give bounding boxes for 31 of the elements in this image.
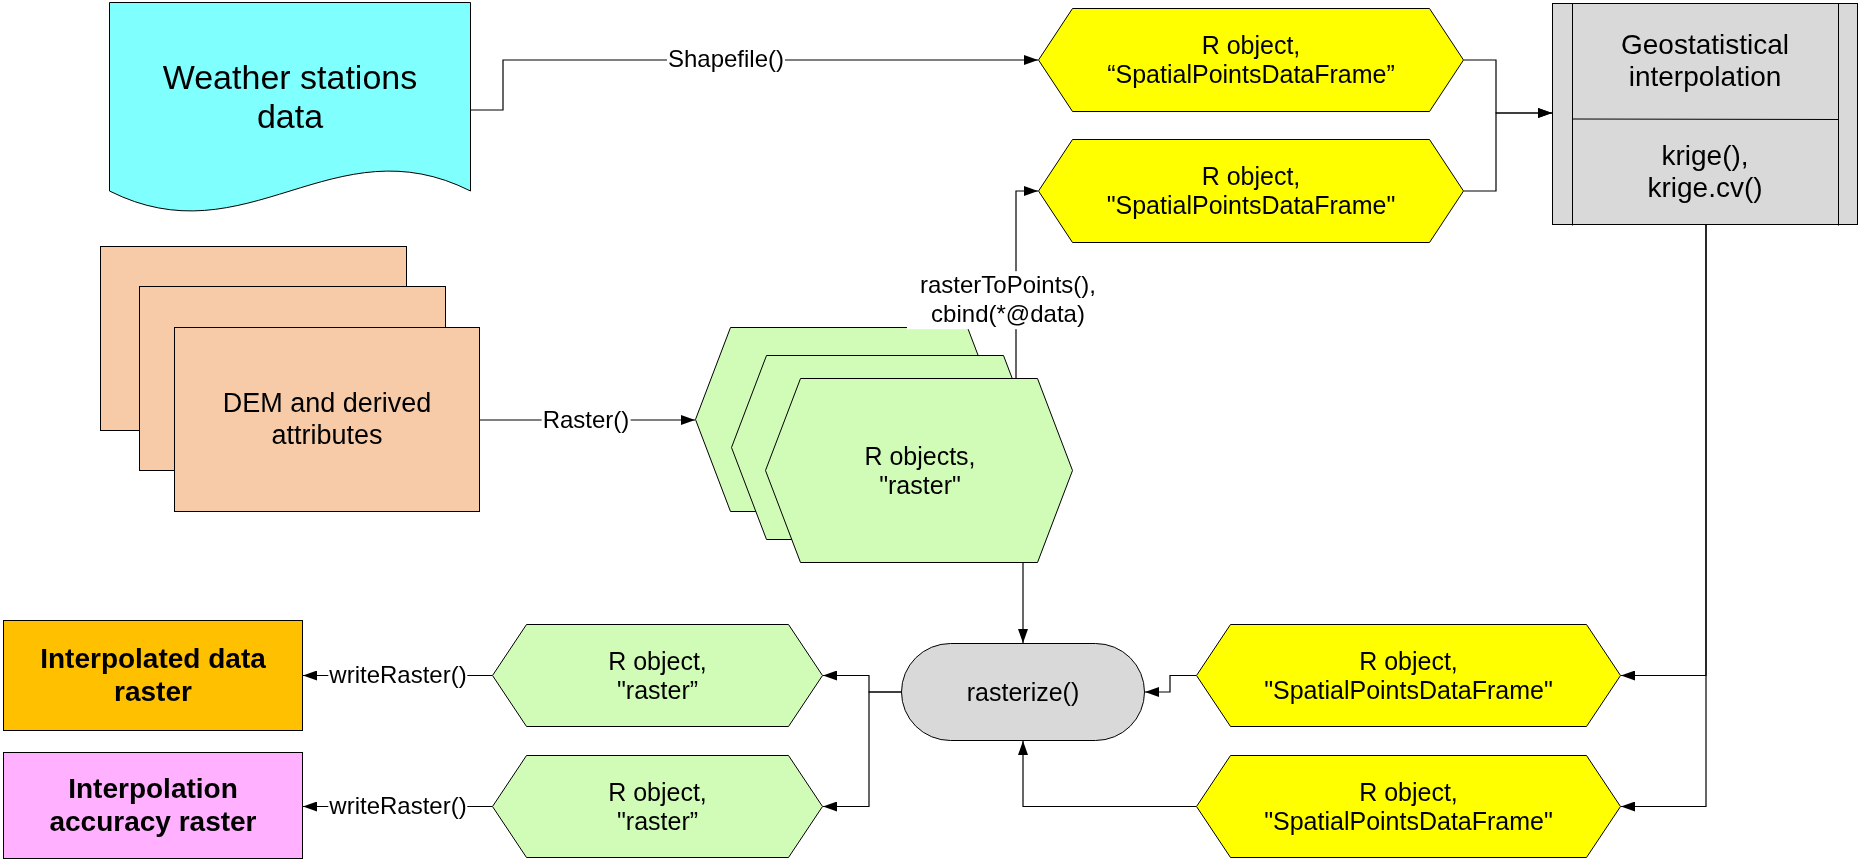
node-text: R object, "SpatialPointsDataFrame" [1263, 646, 1554, 705]
arrow [1463, 108, 1553, 192]
hexagon-shape [1196, 755, 1621, 858]
node-text: Interpolated data raster [39, 643, 267, 708]
node-text: R object, "raster” [607, 646, 708, 705]
node-text: Interpolation accuracy raster [48, 773, 258, 838]
node-text: Geostatistical interpolation [1619, 28, 1791, 94]
arrow [1144, 674, 1197, 697]
node-text: R objects, "raster" [863, 441, 977, 500]
arrow [1018, 740, 1197, 808]
hexagon-shape [1038, 8, 1464, 112]
arrow [1018, 562, 1028, 644]
output-box [3, 752, 303, 859]
output-box [3, 620, 303, 731]
node-text: Weather stations data [161, 57, 419, 137]
stacked-hexagons [695, 327, 1073, 563]
node-text: rasterize() [966, 677, 1080, 707]
hexagon-shape [492, 755, 823, 858]
node-text: krige(), krige.cv() [1646, 139, 1764, 205]
hexagon-shape [1196, 624, 1621, 727]
stacked-documents [100, 246, 480, 512]
hexagon-shape [492, 624, 823, 727]
hexagon-shape [1038, 139, 1464, 243]
node-text: R object, "raster” [607, 777, 708, 836]
node-text: DEM and derived attributes [221, 388, 433, 451]
node-text: R object, “SpatialPointsDataFrame” [1106, 31, 1396, 89]
arrow [822, 691, 902, 812]
node-text: R object, "SpatialPointsDataFrame" [1105, 162, 1397, 220]
arrow [1620, 224, 1707, 812]
process-box [1552, 3, 1858, 225]
node-text: R object, "SpatialPointsDataFrame" [1263, 777, 1554, 836]
